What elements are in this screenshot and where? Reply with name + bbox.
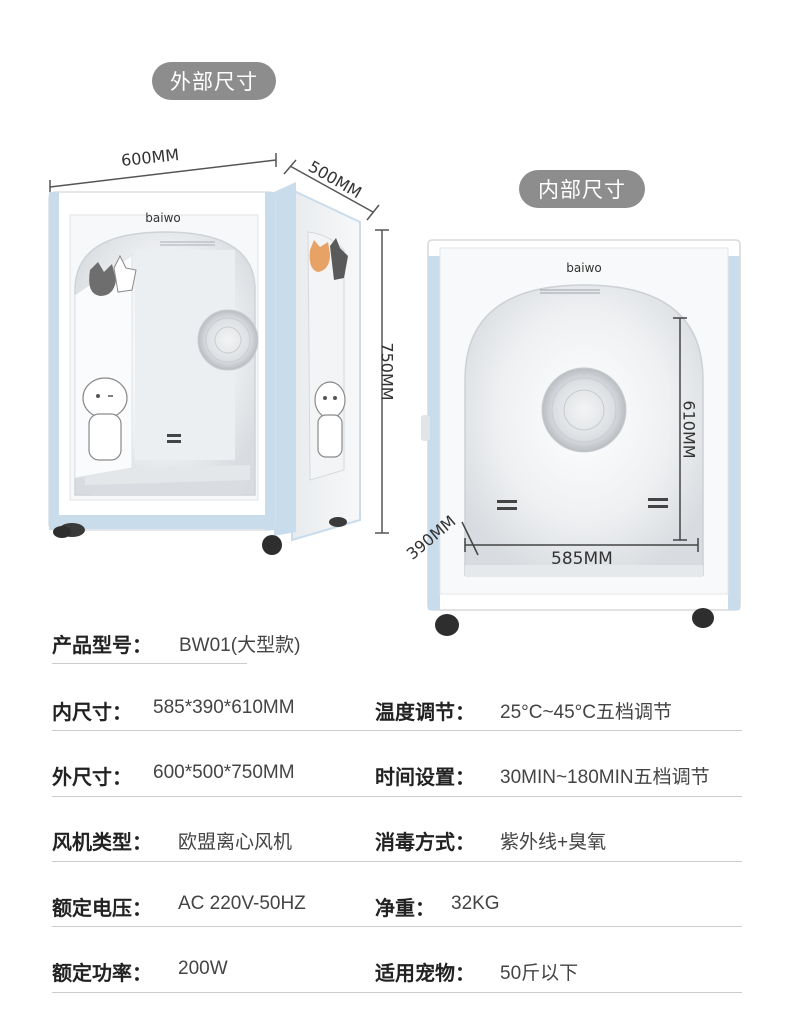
fan-type-value: 欧盟离心风机 xyxy=(178,832,293,853)
row-divider xyxy=(52,730,742,731)
temperature-value: 25°C~45°C五档调节 xyxy=(500,702,673,723)
inner-height-label: 610MM xyxy=(679,400,699,459)
fan-type-label: 风机类型： xyxy=(52,830,152,854)
inner-cabinet: baiwo xyxy=(421,239,741,636)
timer-value: 30MIN~180MIN五档调节 xyxy=(500,767,710,788)
model-divider xyxy=(52,663,247,664)
product-illustration: baiwo xyxy=(48,153,741,636)
power-label: 额定功率： xyxy=(52,961,152,985)
sterilization-value: 紫外线+臭氧 xyxy=(500,832,607,853)
net-weight-label: 净重： xyxy=(375,896,435,920)
inner-width-label: 585MM xyxy=(551,549,613,569)
inner-size-pill: 内部尺寸 xyxy=(519,170,645,208)
row-divider xyxy=(52,992,742,993)
power-value: 200W xyxy=(178,958,228,979)
outer-size-value: 600*500*750MM xyxy=(153,762,295,783)
model-label: 产品型号： xyxy=(52,633,152,657)
inner-logo: baiwo xyxy=(566,261,601,275)
row-divider xyxy=(52,861,742,862)
model-value: BW01(大型款) xyxy=(179,635,301,656)
sterilization-label: 消毒方式： xyxy=(375,830,475,854)
suitable-pet-value: 50斤以下 xyxy=(500,963,579,984)
outer-height-label: 750MM xyxy=(377,342,397,401)
outer-cabinet: baiwo xyxy=(48,153,389,555)
outer-size-label: 外尺寸： xyxy=(52,765,132,789)
voltage-label: 额定电压： xyxy=(52,896,152,920)
row-divider xyxy=(52,926,742,927)
inner-size-label: 内尺寸： xyxy=(52,700,132,724)
temperature-label: 温度调节： xyxy=(375,700,475,724)
timer-label: 时间设置： xyxy=(375,765,475,789)
voltage-value: AC 220V-50HZ xyxy=(178,893,306,914)
inner-size-value: 585*390*610MM xyxy=(153,697,295,718)
outer-logo: baiwo xyxy=(145,211,180,225)
row-divider xyxy=(52,796,742,797)
suitable-pet-label: 适用宠物： xyxy=(375,961,475,985)
outer-size-pill: 外部尺寸 xyxy=(152,62,276,100)
net-weight-value: 32KG xyxy=(451,893,500,914)
